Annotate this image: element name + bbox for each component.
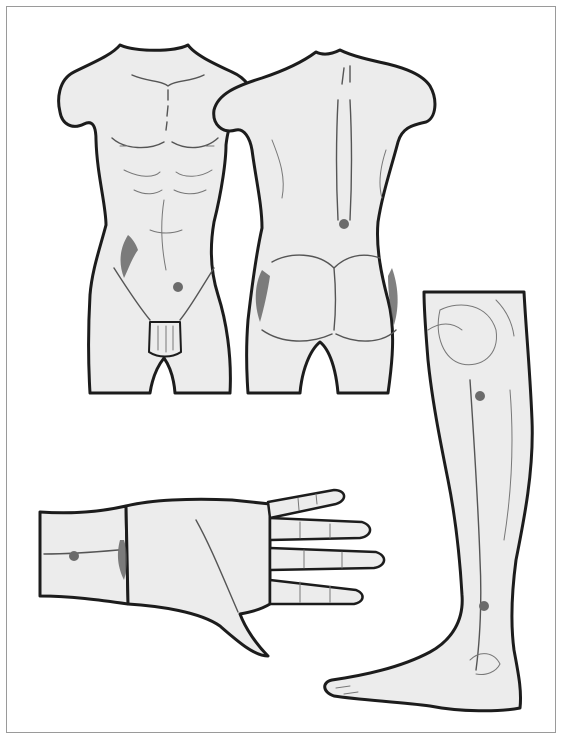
marker-hand-wrist xyxy=(69,551,79,561)
forearm-outline xyxy=(40,506,128,604)
marker-torso-front xyxy=(173,282,183,292)
finger-middle xyxy=(270,518,370,540)
torso-back-outline xyxy=(214,50,435,393)
marker-leg-ankle xyxy=(479,601,489,611)
finger-little xyxy=(270,580,363,604)
hand-palm-view xyxy=(40,490,384,656)
finger-index xyxy=(268,490,344,518)
marker-leg-knee xyxy=(475,391,485,401)
torso-front-genital xyxy=(149,322,181,357)
marker-torso-back xyxy=(339,219,349,229)
torso-back-view xyxy=(214,50,435,393)
finger-ring xyxy=(270,548,384,570)
